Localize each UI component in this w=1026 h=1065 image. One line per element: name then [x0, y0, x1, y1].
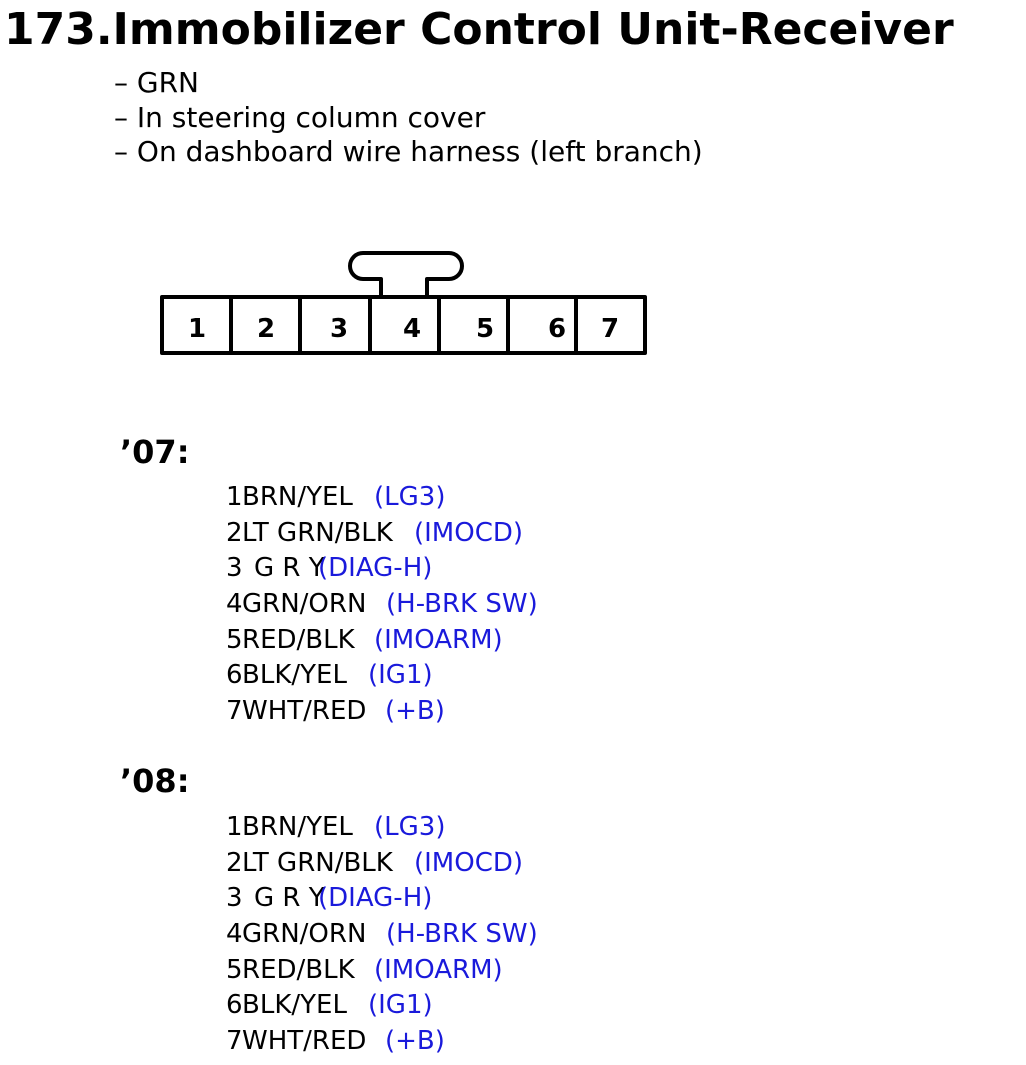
pin-number: 7 [226, 696, 243, 727]
signal-name: (+B) [385, 1026, 445, 1057]
section-heading-07: ’07: [120, 433, 190, 471]
connector-diagram: 1 2 3 4 5 6 7 [160, 251, 647, 355]
note-location: – In steering column cover [114, 100, 486, 134]
pin-label: 2 [257, 314, 275, 344]
page-title: 173.Immobilizer Control Unit-Receiver [4, 4, 954, 55]
pin-label: 5 [476, 314, 494, 344]
wire-color: RED/BLK [242, 954, 355, 985]
signal-name: (DIAG-H) [318, 553, 433, 584]
wire-color: BRN/YEL [242, 482, 353, 512]
pin-number: 4 [226, 919, 243, 950]
signal-name: (IMOCD) [414, 847, 524, 878]
wire-color: RED/BLK [242, 624, 355, 655]
pin-number: 6 [226, 660, 243, 691]
wire-color: G R Y [254, 883, 325, 914]
pin-label: 7 [601, 314, 619, 344]
signal-name: (IMOARM) [374, 954, 503, 985]
signal-name: (IMOCD) [414, 517, 524, 548]
wire-color: WHT/RED [242, 1026, 367, 1057]
pin-number: 4 [226, 589, 243, 620]
signal-name: (H-BRK SW) [386, 919, 538, 950]
signal-name: (IG1) [368, 990, 433, 1021]
connector-lock-tab [348, 251, 464, 298]
wire-color: GRN/ORN [242, 919, 367, 950]
pin-label: 1 [188, 314, 206, 344]
pin-number: 7 [226, 1026, 243, 1057]
connector-body [160, 295, 647, 355]
wire-color: WHT/RED [242, 696, 367, 727]
signal-name: (IG1) [368, 660, 433, 691]
pin-number: 1 [226, 812, 243, 842]
signal-name: (+B) [385, 696, 445, 727]
note-harness: – On dashboard wire harness (left branch… [114, 135, 703, 168]
note-color: – GRN [114, 66, 199, 99]
pin-number: 1 [226, 482, 243, 512]
wire-color: GRN/ORN [242, 589, 367, 620]
pin-number: 2 [226, 517, 243, 548]
signal-name: (H-BRK SW) [386, 589, 538, 620]
pin-number: 5 [226, 954, 243, 985]
wire-color: LT GRN/BLK [242, 847, 393, 878]
wire-color: BRN/YEL [242, 812, 353, 842]
wire-color: LT GRN/BLK [242, 517, 393, 548]
signal-name: (LG3) [374, 812, 446, 842]
pin-label: 6 [548, 314, 566, 344]
pin-number: 2 [226, 847, 243, 878]
pin-label: 4 [403, 314, 421, 344]
pin-number: 3 [226, 883, 243, 914]
signal-name: (LG3) [374, 482, 446, 512]
wire-color: BLK/YEL [242, 990, 347, 1021]
pin-number: 6 [226, 990, 243, 1021]
pin-number: 3 [226, 553, 243, 584]
pin-number: 5 [226, 624, 243, 655]
connector-notes: – GRN – In steering column cover – On da… [114, 66, 703, 170]
signal-name: (DIAG-H) [318, 883, 433, 914]
section-heading-08: ’08: [120, 762, 190, 800]
wire-color: BLK/YEL [242, 660, 347, 691]
wire-color: G R Y [254, 553, 325, 584]
pin-label: 3 [330, 314, 348, 344]
signal-name: (IMOARM) [374, 624, 503, 655]
